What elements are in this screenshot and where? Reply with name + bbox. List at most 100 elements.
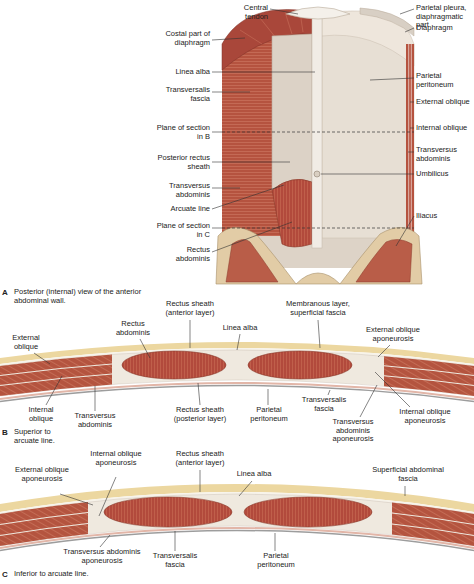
- leader-line: [396, 216, 414, 246]
- rectus-abdominis: [122, 351, 226, 379]
- part-label: Central tendon: [226, 4, 268, 21]
- leader-line: [378, 345, 390, 357]
- part-label: Transversalis fascia: [156, 86, 210, 103]
- panel-letter: C: [2, 570, 12, 579]
- leader-line: [46, 376, 62, 405]
- leader-line: [370, 78, 414, 80]
- leader-line: [200, 470, 201, 492]
- part-label: Internal oblique aponeurosis: [392, 408, 458, 425]
- part-label: Linea alba: [232, 470, 276, 479]
- part-label: Rectus sheath (anterior layer): [165, 450, 235, 467]
- part-label: Parietal peritoneum: [250, 552, 302, 569]
- part-label: Transversus abdominis aponeurosis: [60, 548, 144, 565]
- leader-line: [405, 28, 414, 32]
- leader-line: [410, 128, 414, 129]
- leader-line: [212, 38, 245, 40]
- part-label: Plane of section in B: [156, 124, 210, 141]
- pubis: [296, 273, 340, 284]
- panel-caption: Superior to arcuate line.: [14, 428, 66, 445]
- part-label: Internal oblique: [18, 406, 64, 423]
- umbilicus: [314, 171, 320, 177]
- part-label: External oblique: [4, 334, 48, 351]
- leader-line: [190, 320, 191, 348]
- leader-line: [212, 222, 292, 252]
- leader-line: [268, 389, 269, 405]
- part-label: Posterior rectus sheath: [156, 154, 210, 171]
- part-label: Parietal peritoneum: [416, 72, 472, 89]
- leader-lines: [34, 9, 414, 551]
- leader-line: [237, 334, 240, 350]
- leader-line: [212, 72, 315, 73]
- part-label: Costal part of diaphragm: [156, 30, 210, 47]
- part-label: Linea alba: [220, 324, 260, 333]
- part-label: Linea alba: [156, 68, 210, 77]
- part-label: Internal oblique: [416, 124, 472, 133]
- layer-separators: [409, 44, 412, 238]
- part-label: External oblique: [416, 98, 472, 107]
- parietal-pleura: [360, 8, 414, 36]
- leader-line: [328, 390, 330, 395]
- leader-line: [318, 320, 320, 348]
- panel-letter: B: [2, 428, 12, 437]
- ilium-left: [216, 227, 296, 284]
- leader-line: [34, 353, 50, 364]
- part-label: Umbilicus: [416, 170, 472, 179]
- leader-line: [212, 132, 222, 133]
- part-label: Diaphragm: [416, 24, 472, 33]
- panel-caption: Posterior (internal) view of the anterio…: [14, 288, 144, 305]
- leader-line: [198, 383, 200, 405]
- part-label: Transversus abdominis aponeurosis: [322, 418, 384, 444]
- parietal-peritoneum: [0, 386, 474, 402]
- part-label: External oblique aponeurosis: [14, 466, 70, 483]
- section-plane: [222, 132, 414, 228]
- part-label: Transversus abdominis: [416, 146, 472, 163]
- lateral-muscles: [0, 350, 474, 396]
- rectus-abdominis: [248, 351, 352, 379]
- leader-line: [175, 531, 176, 551]
- leader-line: [275, 533, 276, 551]
- leader-line: [140, 339, 150, 358]
- rectus-abdominis: [104, 497, 232, 527]
- part-label: Iliacus: [416, 212, 472, 221]
- panel-caption: Inferior to arcuate line.: [14, 570, 124, 579]
- part-label: Rectus sheath (anterior layer): [154, 300, 226, 317]
- part-label: Membranous layer, superficial fascia: [276, 300, 360, 317]
- leader-line: [100, 535, 110, 547]
- part-label: Rectus abdominis: [108, 320, 158, 337]
- rectus-abdominis: [244, 497, 372, 527]
- part-label: Rectus sheath (posterior layer): [168, 406, 232, 423]
- central-tendon: [286, 7, 350, 19]
- part-label: Parietal peritoneum: [242, 406, 296, 423]
- leader-line: [270, 9, 298, 14]
- leader-line: [375, 372, 410, 407]
- part-label: Transversalis fascia: [300, 396, 348, 413]
- leader-line: [321, 174, 414, 175]
- leader-line: [408, 152, 414, 153]
- part-label: Superficial abdominal fascia: [368, 466, 448, 483]
- part-label: Plane of section in C: [156, 222, 210, 239]
- aponeurosis: [0, 350, 474, 396]
- linea-alba: [312, 12, 322, 248]
- part-label: Transversalis fascia: [150, 552, 200, 569]
- part-label: Internal oblique aponeurosis: [88, 450, 144, 467]
- leader-line: [99, 477, 116, 516]
- leader-line: [95, 386, 96, 411]
- leader-line: [60, 494, 93, 505]
- part-label: Rectus abdominis: [156, 246, 210, 263]
- posterior-rectus-sheath: [272, 34, 312, 190]
- leader-line: [212, 185, 284, 209]
- part-label: Arcuate line: [156, 205, 210, 214]
- leader-line: [212, 228, 222, 229]
- leader-line: [212, 92, 250, 93]
- leader-line: [400, 9, 414, 14]
- leader-line: [410, 102, 414, 103]
- panel-letter: A: [2, 288, 12, 297]
- leader-line: [405, 486, 406, 496]
- iliacus-left: [226, 239, 278, 282]
- part-label: Transversus abdominis: [68, 412, 122, 429]
- cut-muscle-layers: [406, 44, 414, 238]
- leader-line: [212, 162, 290, 163]
- part-label: Transversus abdominis: [156, 182, 210, 199]
- iliacus: [356, 239, 412, 282]
